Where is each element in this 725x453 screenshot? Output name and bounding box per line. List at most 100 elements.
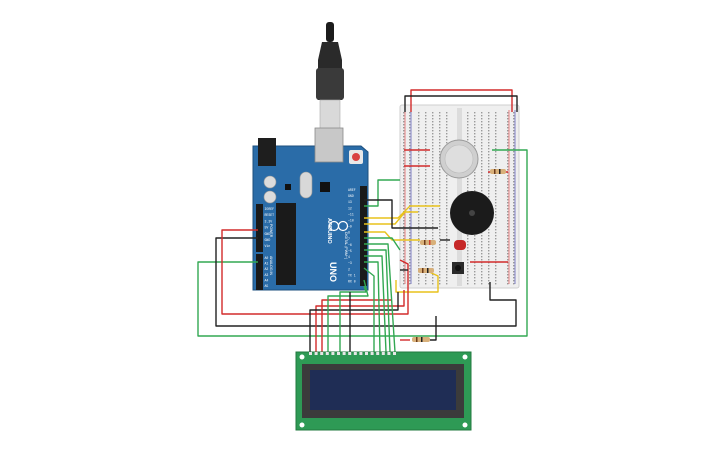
breadboard-holes [403, 112, 515, 285]
digital-pin-label: 2 [348, 267, 350, 271]
lcd-pin[interactable] [309, 352, 312, 355]
mount-hole [299, 422, 305, 428]
power-header [256, 204, 263, 252]
lcd-pin[interactable] [359, 352, 363, 355]
gas-sensor[interactable] [439, 139, 479, 179]
wire-yellow[interactable] [364, 205, 440, 219]
wire-red[interactable] [321, 299, 392, 352]
wire-green[interactable] [364, 179, 400, 207]
wires [197, 89, 528, 353]
lcd-pin[interactable] [320, 352, 324, 355]
power-jack [258, 138, 276, 166]
wire-black[interactable] [404, 95, 518, 112]
lcd-pin[interactable] [337, 352, 340, 355]
digital-pin-label: 13 [348, 200, 352, 204]
wire-yellow[interactable] [364, 231, 420, 241]
piezo-buzzer[interactable] [450, 191, 494, 235]
wire-black[interactable] [430, 316, 437, 341]
digital-pin-label: 7 [348, 237, 350, 241]
push-button[interactable] [452, 262, 464, 274]
atmega-chip [276, 203, 296, 285]
digital-pin-label: GND [348, 194, 354, 198]
digital-pin-label: ~6 [348, 243, 352, 247]
power-pin-label: 3.3V [265, 219, 273, 223]
digital-header [360, 186, 367, 286]
lcd-pin[interactable] [393, 352, 396, 355]
power-pin-label: IOREF [265, 207, 275, 211]
digital-pin-label: ~11 [348, 212, 354, 216]
model-text: UNO [328, 262, 338, 282]
lcd-pin[interactable] [331, 352, 335, 355]
wire-green[interactable] [364, 255, 387, 353]
digital-pin-label: ~9 [348, 225, 352, 229]
wire-green[interactable] [363, 267, 375, 352]
crystal-oscillator [299, 171, 313, 199]
mount-hole [462, 354, 468, 360]
wire-red[interactable] [315, 290, 405, 352]
arduino-logo [328, 220, 349, 232]
lcd-pin[interactable] [370, 352, 374, 355]
analog-pin-label: A3 [265, 273, 269, 277]
digital-pin-label: AREF [348, 188, 356, 192]
wire-black[interactable] [215, 237, 517, 327]
lcd-pin[interactable] [353, 352, 357, 355]
lcd-display[interactable] [295, 351, 472, 431]
digital-pin-label: ~5 [348, 249, 352, 253]
lcd-pin[interactable] [376, 352, 380, 355]
analog-pin-label: A1 [265, 262, 269, 266]
lcd-pin[interactable] [314, 352, 318, 355]
digital-pin-label: TX 1 [348, 273, 356, 277]
power-pin-label: GND [265, 238, 271, 242]
wire-green[interactable] [364, 237, 401, 251]
wire-yellow[interactable] [364, 211, 418, 225]
lcd-pin[interactable] [365, 352, 368, 355]
lcd-pin[interactable] [325, 352, 329, 355]
lcd-screen [310, 370, 456, 410]
digital-header-label: DIGITAL (PWM~) [344, 232, 348, 259]
lcd-pin[interactable] [348, 352, 352, 355]
usb-port [314, 127, 344, 163]
power-pin-label: GND [265, 232, 271, 236]
chip-small [320, 182, 330, 192]
resistor[interactable] [420, 240, 436, 245]
wire-green[interactable] [364, 249, 391, 353]
wire-green[interactable] [339, 285, 367, 352]
red-led[interactable] [454, 240, 466, 250]
analog-pin-label: A4 [265, 278, 269, 282]
wire-green[interactable] [327, 279, 369, 352]
resistor[interactable] [412, 337, 430, 342]
wire-yellow[interactable] [395, 269, 439, 293]
wire-red[interactable] [221, 229, 409, 315]
capacitor [263, 175, 277, 189]
wire-green[interactable] [364, 261, 381, 353]
capacitor [263, 190, 277, 204]
digital-pin-label: 12 [348, 206, 352, 210]
wire-red[interactable] [410, 89, 513, 112]
usb-cable [316, 22, 344, 131]
lcd-pin[interactable] [381, 352, 385, 355]
power-pin-label: Vin [265, 244, 271, 248]
analog-pin-label: A2 [265, 267, 269, 271]
arduino-uno-board[interactable]: ARDUINO UNO DIGITAL (PWM~) POWER ANALOG … [252, 127, 369, 291]
wire-black[interactable] [364, 199, 438, 229]
resistor[interactable] [490, 169, 506, 174]
chip-small [285, 184, 291, 190]
digital-pin-label: 8 [348, 231, 350, 235]
power-pin-label: RESET [265, 213, 275, 217]
wire-green[interactable] [197, 149, 528, 337]
digital-pin-label: 4 [348, 255, 350, 259]
mount-hole [299, 354, 305, 360]
analog-pin-label: A0 [265, 256, 269, 260]
digital-pin-label: RX 0 [348, 280, 356, 284]
wire-green[interactable] [364, 243, 396, 353]
wire-black[interactable] [309, 292, 399, 352]
brand-text: ARDUINO [326, 218, 332, 244]
resistor[interactable] [418, 268, 434, 273]
reset-button-cap[interactable] [352, 153, 360, 161]
analog-header [256, 254, 263, 290]
analog-pin-label: A5 [265, 284, 269, 288]
lcd-pin[interactable] [387, 352, 391, 355]
power-header-label: POWER [269, 224, 273, 238]
lcd-pin[interactable] [342, 352, 346, 355]
